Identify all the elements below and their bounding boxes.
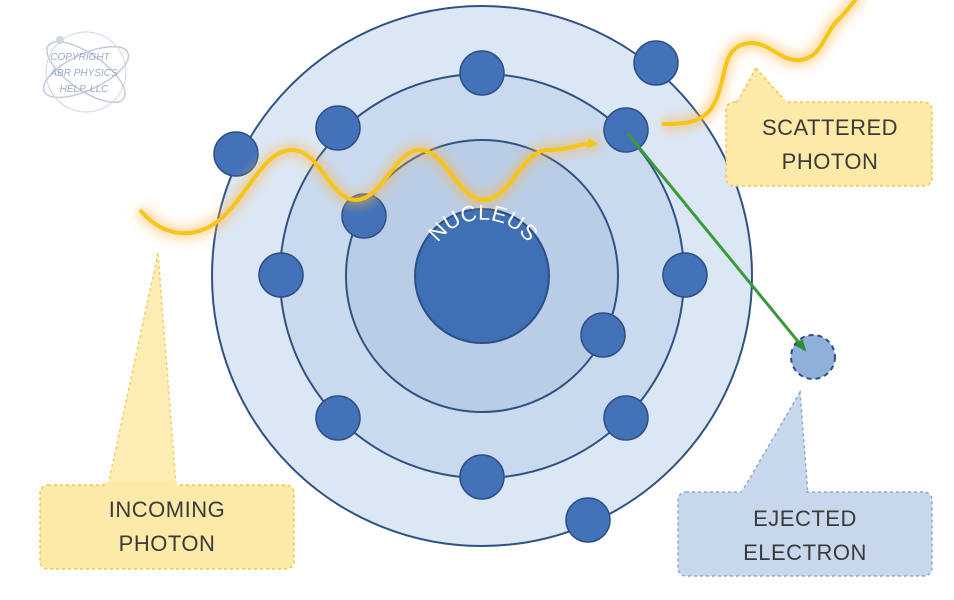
electron bbox=[662, 252, 708, 298]
incoming-photon-callout: INCOMING PHOTON bbox=[39, 252, 295, 570]
electron bbox=[315, 395, 361, 441]
electron bbox=[580, 312, 626, 358]
electron bbox=[459, 454, 505, 500]
ejected-electron-callout: EJECTED ELECTRON bbox=[677, 389, 933, 577]
electron bbox=[633, 40, 679, 86]
scattered-photon-callout: SCATTERED PHOTON bbox=[725, 66, 933, 187]
scattered-photon-wave bbox=[661, 0, 865, 131]
incoming-photon-line-1: INCOMING bbox=[109, 497, 225, 522]
electron bbox=[213, 131, 259, 177]
electron bbox=[315, 105, 361, 151]
scattered-photon-line-1: SCATTERED bbox=[762, 115, 898, 140]
incoming-photon-wave bbox=[134, 136, 601, 241]
electrons bbox=[213, 40, 708, 543]
electron bbox=[603, 107, 649, 153]
electron bbox=[565, 497, 611, 543]
watermark-line-2: ABR PHYSICS bbox=[49, 68, 118, 79]
nucleus bbox=[414, 208, 550, 344]
watermark-logo: COPYRIGHT ABR PHYSICS HELP, LLC bbox=[42, 31, 130, 113]
ejection-arrow bbox=[626, 133, 807, 352]
ejected-electron-line-2: ELECTRON bbox=[743, 540, 867, 565]
electron bbox=[459, 50, 505, 96]
scattered-photon-line-2: PHOTON bbox=[782, 149, 879, 174]
watermark-line-1: COPYRIGHT bbox=[50, 52, 110, 63]
electron bbox=[258, 252, 304, 298]
ejected-electron-line-1: EJECTED bbox=[753, 506, 857, 531]
watermark-line-3: HELP, LLC bbox=[60, 84, 110, 95]
incoming-photon-line-2: PHOTON bbox=[119, 531, 216, 556]
electron bbox=[603, 395, 649, 441]
